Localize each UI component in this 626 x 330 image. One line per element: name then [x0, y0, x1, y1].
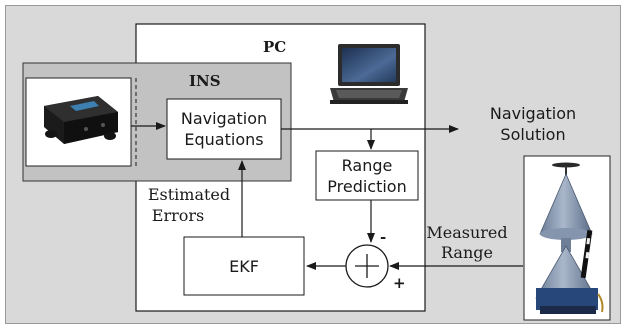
- navigation-solution-line1: Navigation: [490, 104, 576, 123]
- range-prediction-line2: Prediction: [327, 177, 406, 196]
- imu-sensor-icon: [25, 77, 132, 167]
- block-diagram: PC INS Navigation Equations Navigation S…: [22, 23, 611, 321]
- ekf-box: [183, 236, 305, 296]
- range-prediction-box: [315, 150, 419, 201]
- ekf-label: EKF: [229, 257, 259, 276]
- cone-range-sensor-icon: [523, 155, 611, 321]
- ins-label: INS: [189, 72, 221, 90]
- estimated-errors-line2: Errors: [152, 206, 204, 225]
- summing-junction: [345, 244, 389, 288]
- navigation-solution-line2: Solution: [500, 125, 565, 144]
- nav-equations-line1: Navigation: [181, 109, 267, 128]
- nav-equations-box: [166, 98, 282, 160]
- diagram-frame: PC INS Navigation Equations Navigation S…: [5, 5, 621, 324]
- pc-label: PC: [263, 38, 286, 56]
- minus-sign: -: [380, 228, 386, 246]
- measured-range-line1: Measured: [426, 223, 507, 242]
- estimated-errors-line1: Estimated: [148, 185, 230, 204]
- laptop-icon: [330, 44, 408, 104]
- range-prediction-line1: Range: [342, 156, 393, 175]
- plus-sign: +: [393, 274, 406, 292]
- measured-range-line2: Range: [441, 243, 493, 262]
- nav-equations-line2: Equations: [184, 130, 263, 149]
